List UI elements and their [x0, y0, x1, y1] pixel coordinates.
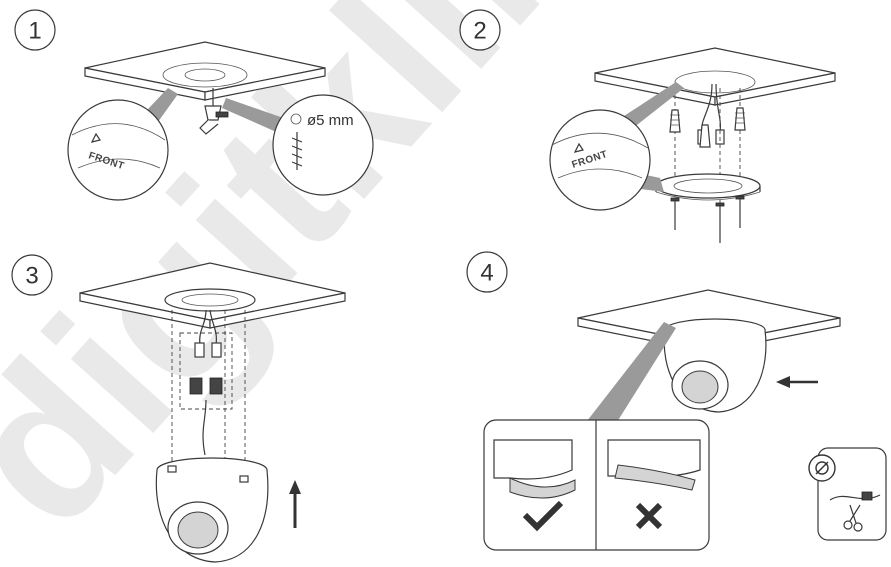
drill-size-label: ø5 mm	[307, 112, 354, 129]
dome-camera	[155, 457, 269, 563]
cross-icon	[635, 502, 663, 530]
mounting-template	[162, 62, 248, 88]
no-cutting-warning	[808, 447, 887, 541]
checkmark-icon	[522, 500, 564, 532]
step-1-number: 1	[28, 18, 41, 45]
step-1-badge	[14, 9, 56, 51]
step-2: 2	[459, 9, 836, 243]
scissors-icon	[843, 504, 863, 532]
step-3: 3	[11, 254, 346, 563]
step-1: 1 FRONT ø5	[14, 9, 374, 201]
drill-icon	[199, 88, 229, 135]
detail-callout-beam	[580, 322, 676, 430]
mounting-ring	[164, 288, 256, 312]
alignment-detail-panel	[483, 419, 710, 551]
drill-bit-magnifier: ø5 mm	[272, 94, 374, 196]
dome-camera	[663, 318, 767, 413]
ceiling-plate	[594, 47, 836, 106]
screws	[670, 195, 745, 243]
left-arrow-icon	[776, 376, 818, 388]
step-3-number: 3	[25, 263, 38, 290]
hole-icon	[290, 113, 302, 125]
correct-alignment	[493, 439, 576, 532]
front-marking-magnifier: FRONT	[549, 109, 651, 211]
step-4-number: 4	[480, 260, 493, 287]
step-4: 4	[466, 251, 887, 551]
incorrect-alignment	[607, 439, 701, 530]
cable	[199, 309, 207, 346]
step-4-badge	[466, 251, 508, 293]
mounting-ring	[655, 173, 761, 201]
upward-arrow-icon	[289, 480, 301, 528]
ceiling-plate	[84, 41, 326, 101]
step-3-badge	[11, 254, 53, 296]
step-2-badge	[459, 9, 501, 51]
front-marking-magnifier: FRONT	[67, 99, 169, 201]
step-2-number: 2	[473, 18, 486, 45]
